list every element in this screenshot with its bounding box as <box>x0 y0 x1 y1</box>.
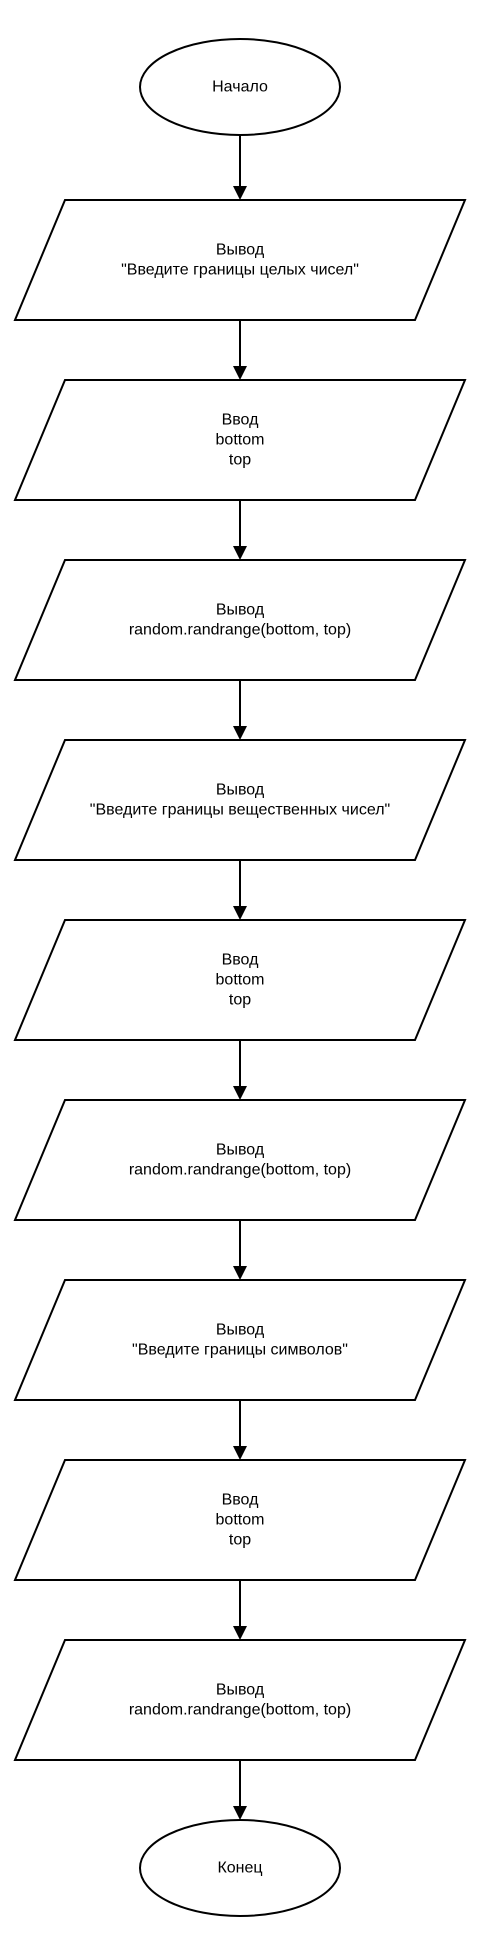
connector-arrow <box>233 1040 247 1100</box>
node-label-line: top <box>229 1532 251 1549</box>
node-label-line: Вывод <box>216 1682 265 1699</box>
end-terminal: Конец <box>139 1819 341 1917</box>
node-label-line: random.randrange(bottom, top) <box>129 1702 351 1719</box>
node-label-line: bottom <box>216 1512 265 1529</box>
connector-arrow <box>233 320 247 380</box>
io-block: Ввод bottom top <box>13 379 467 501</box>
node-label-line: "Введите границы вещественных чисел" <box>90 802 390 819</box>
terminal-ellipse <box>139 38 341 136</box>
connector-arrow <box>233 860 247 920</box>
connector-arrow <box>233 1580 247 1640</box>
connector-arrow <box>233 1220 247 1280</box>
node-label-line: Вывод <box>216 782 265 799</box>
node-label-line: Вывод <box>216 1322 265 1339</box>
io-block: Вывод random.randrange(bottom, top) <box>13 559 467 681</box>
connector-arrow <box>233 1400 247 1460</box>
io-block: Вывод "Введите границы символов" <box>13 1279 467 1401</box>
node-label-line: top <box>229 452 251 469</box>
io-parallelogram <box>13 919 467 1041</box>
node-label-line: Конец <box>217 1860 262 1877</box>
connector-arrow <box>233 1760 247 1820</box>
connector-arrow <box>233 135 247 200</box>
node-label-line: "Введите границы символов" <box>132 1342 348 1359</box>
io-block: Ввод bottom top <box>13 919 467 1041</box>
node-label-line: Ввод <box>222 412 260 429</box>
io-parallelogram <box>13 559 467 681</box>
connector-arrow <box>233 680 247 740</box>
node-label-line: top <box>229 992 251 1009</box>
node-label-line: Ввод <box>222 1492 260 1509</box>
node-label-line: bottom <box>216 432 265 449</box>
node-label-line: bottom <box>216 972 265 989</box>
io-parallelogram <box>13 739 467 861</box>
io-parallelogram <box>13 1279 467 1401</box>
terminal-ellipse <box>139 1819 341 1917</box>
node-label-line: Начало <box>212 79 268 96</box>
node-label-line: Вывод <box>216 1142 265 1159</box>
node-label-line: "Введите границы целых чисел" <box>121 262 359 279</box>
node-label-line: Вывод <box>216 242 265 259</box>
io-parallelogram <box>13 1639 467 1761</box>
io-parallelogram <box>13 1459 467 1581</box>
start-terminal: Начало <box>139 38 341 136</box>
io-block: Вывод "Введите границы целых чисел" <box>13 199 467 321</box>
io-parallelogram <box>13 1099 467 1221</box>
node-label-line: random.randrange(bottom, top) <box>129 1162 351 1179</box>
node-label-line: Вывод <box>216 602 265 619</box>
node-label-line: random.randrange(bottom, top) <box>129 622 351 639</box>
node-label-line: Ввод <box>222 952 260 969</box>
connector-arrow <box>233 500 247 560</box>
io-block: Ввод bottom top <box>13 1459 467 1581</box>
io-parallelogram <box>13 199 467 321</box>
io-block: Вывод random.randrange(bottom, top) <box>13 1099 467 1221</box>
io-parallelogram <box>13 379 467 501</box>
io-block: Вывод "Введите границы вещественных чисел… <box>13 739 467 861</box>
io-block: Вывод random.randrange(bottom, top) <box>13 1639 467 1761</box>
